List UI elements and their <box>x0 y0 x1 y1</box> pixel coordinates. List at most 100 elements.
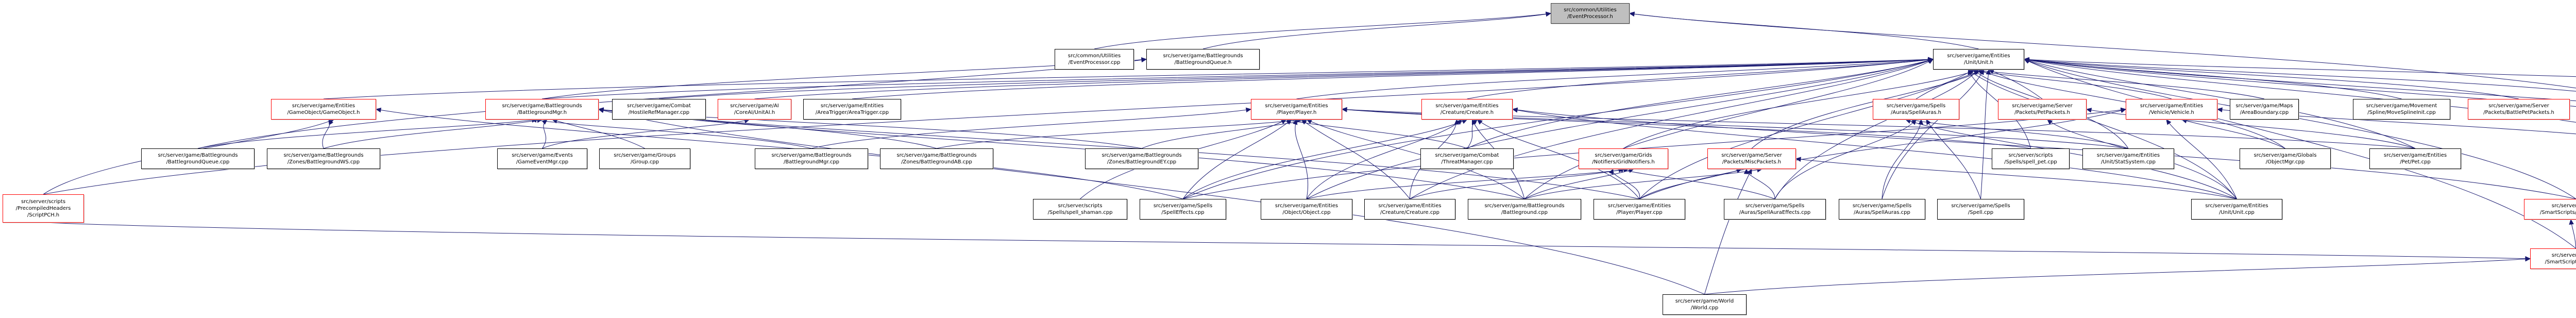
graph-node-battlegroundab-cpp[interactable]: src/server/game/Battlegrounds/Zones/Batt… <box>880 148 993 169</box>
graph-node-battlegroundqueue-h[interactable]: src/server/game/Battlegrounds/Battlegrou… <box>1146 49 1260 70</box>
graph-node-battlegroundws-cpp[interactable]: src/server/game/Battlegrounds/Zones/Batt… <box>267 148 380 169</box>
graph-node-battlegroundey-cpp[interactable]: src/server/game/Battlegrounds/Zones/Batt… <box>1085 148 1198 169</box>
graph-node-gameeventmgr-cpp[interactable]: src/server/game/Events/GameEventMgr.cpp <box>497 148 587 169</box>
node-label-line: src/server/game/AI <box>730 103 779 109</box>
graph-node-gridnotifiers-h[interactable]: src/server/game/Grids/Notifiers/GridNoti… <box>1579 148 1668 169</box>
graph-node-object-cpp[interactable]: src/server/game/Entities/Object/Object.c… <box>1261 199 1352 220</box>
edge-arrowhead-icon <box>1301 119 1307 125</box>
graph-node-petpackets-h[interactable]: src/server/game/Server/Packets/PetPacket… <box>1998 99 2087 120</box>
graph-node-unitai-h[interactable]: src/server/game/AI/CoreAI/UnitAI.h <box>718 99 791 120</box>
dependency-edge <box>43 59 1934 195</box>
dependency-edge <box>1286 119 1467 149</box>
graph-node-battlegroundmgr-cpp[interactable]: src/server/game/Battlegrounds/Battlegrou… <box>755 148 868 169</box>
graph-node-threatmanager-cpp[interactable]: src/server/game/Combat/ThreatManager.cpp <box>1420 148 1514 169</box>
dependency-edge <box>542 119 750 149</box>
graph-node-unit-h[interactable]: src/server/game/Entities/Unit/Unit.h <box>1933 49 2024 70</box>
node-label-line: src/server/scripts <box>1058 203 1103 209</box>
node-label-line: src/server/game/Spells <box>1745 203 1805 209</box>
node-label-line: src/server/game/Maps <box>2235 103 2293 109</box>
dependency-edge <box>323 59 1934 99</box>
edge-arrowhead-icon <box>2216 107 2223 112</box>
graph-node-spelleffects-cpp[interactable]: src/server/game/Spells/SpellEffects.cpp <box>1140 199 1226 220</box>
dependency-edge <box>1968 69 2172 99</box>
graph-node-world-cpp[interactable]: src/server/game/World/World.cpp <box>1663 294 1747 315</box>
graph-node-vehicle-h[interactable]: src/server/game/Entities/Vehicle/Vehicle… <box>2126 99 2217 120</box>
graph-node-group-cpp[interactable]: src/server/game/Groups/Group.cpp <box>599 148 690 169</box>
dependency-edge <box>1623 69 1979 149</box>
edge-arrowhead-icon <box>375 107 382 113</box>
edge-arrowhead-icon <box>1245 107 1252 113</box>
dependency-edge <box>1301 119 1410 199</box>
dependency-edge <box>2024 59 2519 99</box>
edge-arrowhead-icon <box>2569 219 2574 225</box>
graph-node-spell-cpp[interactable]: src/server/game/Spells/Spell.cpp <box>1937 199 2024 220</box>
graph-node-gameobject-h[interactable]: src/server/game/Entities/GameObject/Game… <box>271 99 376 120</box>
node-label-line: /Zones/BattlegroundEY.cpp <box>1107 159 1177 165</box>
edge-layer <box>43 11 2576 295</box>
node-label-line: src/common/Utilities <box>1564 7 1617 13</box>
graph-node-player-h[interactable]: src/server/game/Entities/Player/Player.h <box>1251 99 1342 120</box>
graph-node-movesplineinit-cpp[interactable]: src/server/game/Movement/Spline/MoveSpli… <box>2353 99 2450 120</box>
graph-node-spell-shaman-cpp[interactable]: src/server/scripts/Spells/spell_shaman.c… <box>1033 199 1127 220</box>
graph-node-miscpackets-h[interactable]: src/server/game/Server/Packets/MiscPacke… <box>1707 148 1796 169</box>
node-label-line: src/server/game/Events <box>512 153 573 158</box>
dependency-edge <box>1704 258 2531 295</box>
graph-node-statsystem-cpp[interactable]: src/server/game/Entities/Unit/StatSystem… <box>2082 148 2174 169</box>
graph-node-smartscript-h[interactable]: src/server/game/AI/SmartScripts/SmartScr… <box>2524 199 2576 220</box>
graph-node-areaboundary-cpp[interactable]: src/server/game/Maps/AreaBoundary.cpp <box>2230 99 2299 120</box>
graph-node-hostilerefmanager-cpp[interactable]: src/server/game/Combat/HostileRefManager… <box>612 99 706 120</box>
graph-node-pet-cpp[interactable]: src/server/game/Entities/Pet/Pet.cpp <box>2369 148 2461 169</box>
dependency-edge <box>1639 69 1974 199</box>
dependency-edge <box>1182 119 1467 199</box>
graph-node-creature-cpp[interactable]: src/server/game/Entities/Creature/Creatu… <box>1364 199 1455 220</box>
graph-node-player-cpp[interactable]: src/server/game/Entities/Player/Player.c… <box>1594 199 1685 220</box>
edge-arrowhead-icon <box>1477 119 1483 125</box>
graph-node-spellauras-h[interactable]: src/server/game/Spells/Auras/SpellAuras.… <box>1873 99 1959 120</box>
dependency-edge <box>2024 59 2416 149</box>
graph-node-battlepetpackets-h[interactable]: src/server/game/Server/Packets/BattlePet… <box>2468 99 2570 120</box>
dependency-edge <box>1980 69 1989 199</box>
dependency-edge <box>2024 59 2576 92</box>
dependency-edge <box>1882 69 1984 199</box>
dependency-edge <box>1182 119 1292 199</box>
dependency-edge <box>1629 13 1979 49</box>
graph-node-scriptpch-h[interactable]: src/server/scripts/PrecompiledHeaders/Sc… <box>3 194 84 223</box>
edge-arrowhead-icon <box>1293 119 1298 125</box>
node-label-line: src/server/game/Spells <box>1852 203 1912 209</box>
dependency-edge <box>197 119 537 149</box>
node-label-line: src/server/game/Battlegrounds <box>896 153 977 158</box>
node-label-line: /BattlegroundMgr.h <box>517 110 567 115</box>
graph-node-unit-cpp[interactable]: src/server/game/Entities/Unit/Unit.cpp <box>2191 199 2282 220</box>
graph-node-spell-pet-cpp[interactable]: src/server/scripts/Spells/spell_pet.cpp <box>1992 148 2070 169</box>
graph-node-creature-h[interactable]: src/server/game/Entities/Creature/Creatu… <box>1421 99 1513 120</box>
graph-node-eventprocessor-cpp[interactable]: src/common/Utilities/EventProcessor.cpp <box>1055 49 1134 70</box>
node-label-line: src/server/game/Battlegrounds <box>1484 203 1565 209</box>
edge-arrowhead-icon <box>1280 119 1287 124</box>
node-label-line: src/server/game/Entities <box>1947 53 2010 59</box>
graph-node-spellauraeffects-cpp[interactable]: src/server/game/Spells/Auras/SpellAuraEf… <box>1724 199 1826 220</box>
node-label-line: /PrecompiledHeaders <box>15 206 71 211</box>
graph-node-areatrigger-cpp[interactable]: src/server/game/Entities/AreaTrigger/Are… <box>803 99 901 120</box>
node-label-line: src/server/game/Combat <box>627 103 691 109</box>
node-label-line: /SpellEffects.cpp <box>1161 210 1205 215</box>
edge-arrowhead-icon <box>1141 57 1147 62</box>
node-label-line: /Unit/StatSystem.cpp <box>2100 159 2156 165</box>
dependency-edge <box>1774 119 1917 199</box>
graph-node-battlegroundmgr-h[interactable]: src/server/game/Battlegrounds/Battlegrou… <box>485 99 599 120</box>
dependency-edge <box>1094 13 1551 49</box>
node-label-line: /Packets/MiscPackets.h <box>1722 159 1782 165</box>
graph-node-battlegroundqueue-cpp[interactable]: src/server/game/Battlegrounds/Battlegrou… <box>141 148 255 169</box>
dependency-edge <box>323 119 543 149</box>
graph-node-objectmgr-cpp[interactable]: src/server/game/Globals/ObjectMgr.cpp <box>2240 148 2331 169</box>
edge-arrowhead-icon <box>541 119 548 125</box>
graph-node-spellauras-cpp[interactable]: src/server/game/Spells/Auras/SpellAuras.… <box>1839 199 1925 220</box>
dependency-edge <box>598 109 1640 199</box>
edge-arrowhead-icon <box>598 108 604 113</box>
dependency-edge <box>1795 158 2237 199</box>
graph-node-smartai-h[interactable]: src/server/game/AI/SmartScripts/SmartAI.… <box>2530 248 2576 269</box>
graph-node-battleground-cpp[interactable]: src/server/game/Battlegrounds/Battlegrou… <box>1468 199 1581 220</box>
node-label-line: src/server/game/Globals <box>2253 153 2317 158</box>
dependency-edge <box>541 59 1934 99</box>
dependency-edge <box>1306 169 1629 199</box>
